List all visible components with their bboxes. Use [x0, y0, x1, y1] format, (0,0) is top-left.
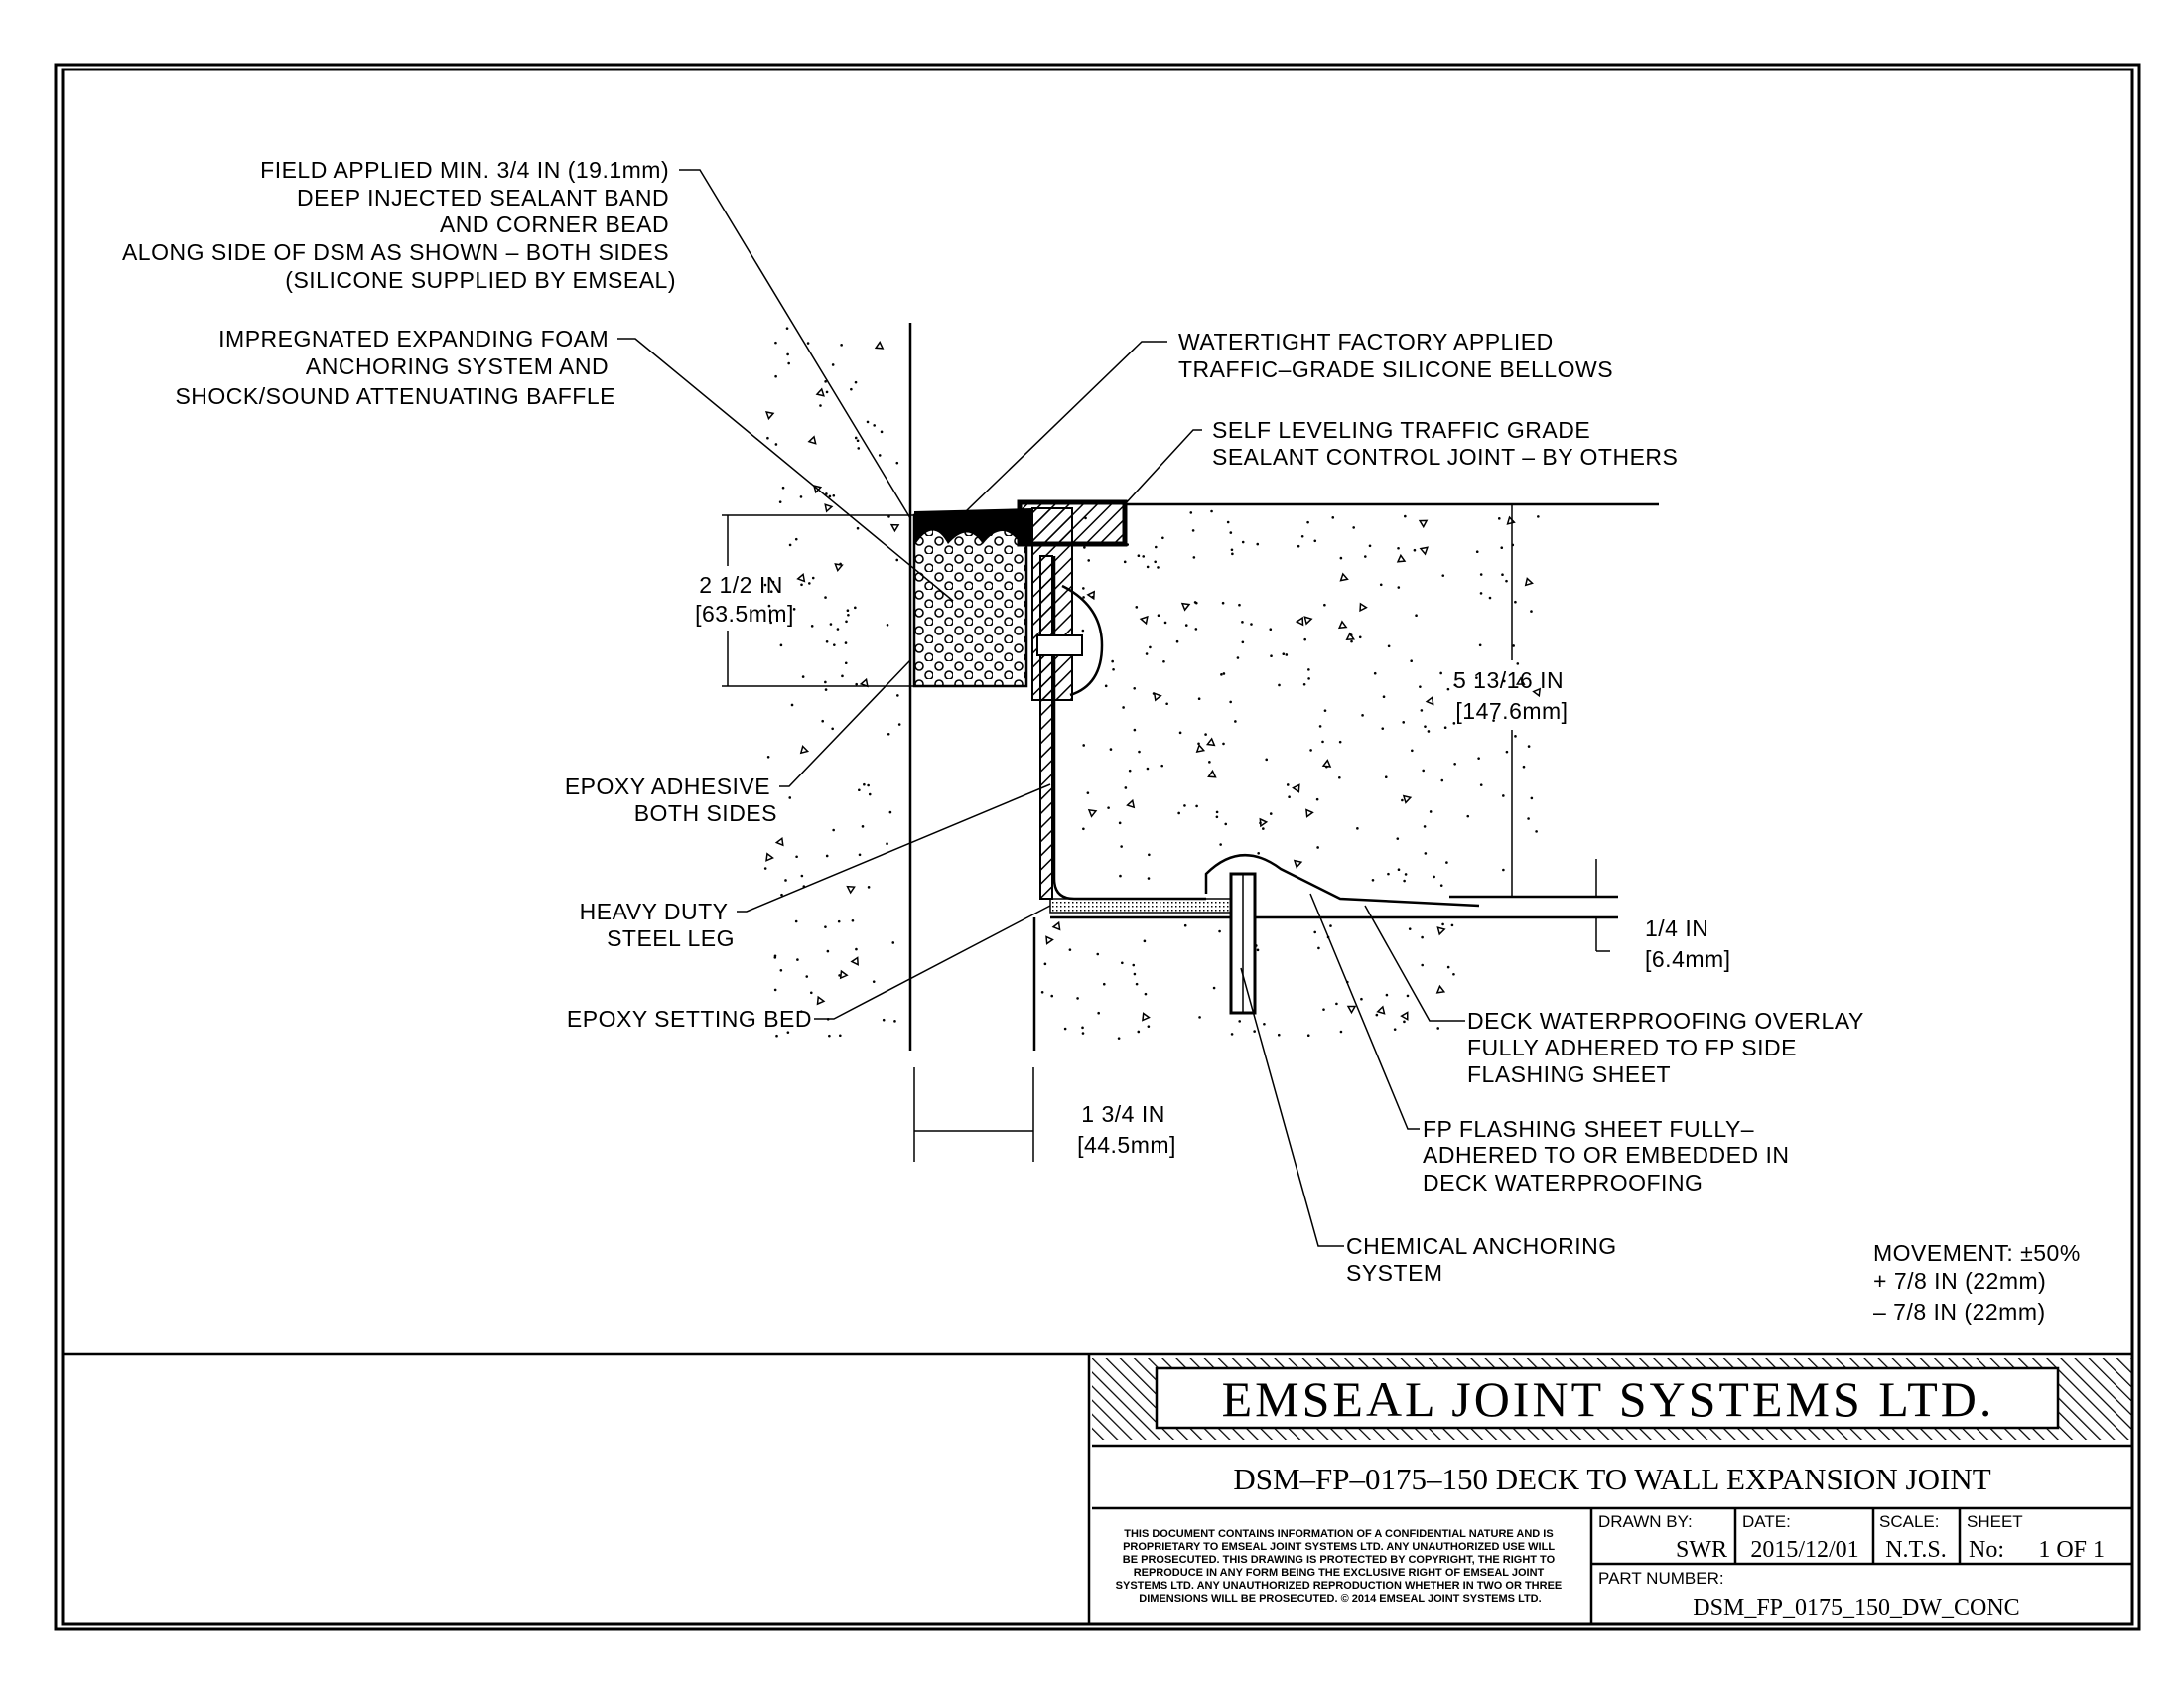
part-number-label: PART NUMBER: — [1598, 1569, 1724, 1588]
dim-joint-width: 1 3/4 IN [44.5mm] — [1077, 1101, 1176, 1158]
concrete-stipple — [763, 327, 1542, 1040]
scale-value: N.T.S. — [1885, 1537, 1947, 1563]
bolt — [1036, 634, 1083, 656]
date-label: DATE: — [1742, 1512, 1791, 1531]
epoxy-setting-bed — [1049, 898, 1250, 914]
label-anchoring: CHEMICAL ANCHORING SYSTEM — [1346, 1233, 1624, 1286]
drawing-title: DSM–FP–0175–150 DECK TO WALL EXPANSION J… — [1233, 1462, 1990, 1496]
foam-block — [912, 513, 1028, 688]
company-name: EMSEAL JOINT SYSTEMS LTD. — [1222, 1371, 1995, 1427]
scale-label: SCALE: — [1879, 1512, 1939, 1531]
label-setting-bed: EPOXY SETTING BED — [567, 1006, 812, 1032]
sheet-label: SHEET — [1967, 1512, 2023, 1531]
label-control-joint: SELF LEVELING TRAFFIC GRADE SEALANT CONT… — [1212, 417, 1678, 470]
inner-border — [61, 68, 2134, 1626]
steel-leg — [1039, 555, 1053, 900]
label-epoxy-adhesive: EPOXY ADHESIVE BOTH SIDES — [565, 774, 777, 826]
flashing-hump — [1204, 854, 1480, 908]
silicone-bellows — [914, 508, 1032, 546]
label-steel-leg: HEAVY DUTY STEEL LEG — [580, 899, 735, 951]
leader-lines — [617, 169, 1465, 1247]
part-number-value: DSM_FP_0175_150_DW_CONC — [1693, 1595, 2019, 1620]
dim-total-depth: 5 13/16 IN [147.6mm] — [1453, 667, 1570, 724]
flashing-bulge — [1061, 584, 1104, 697]
sealant-cap — [1017, 499, 1128, 547]
dim-foam-depth: 2 1/2 IN [63.5mm] — [695, 572, 794, 627]
sheet-no-label: No: — [1969, 1537, 2004, 1563]
label-deck-overlay: DECK WATERPROOFING OVERLAY FULLY ADHERED… — [1467, 1008, 1870, 1087]
label-fp-flashing: FP FLASHING SHEET FULLY– ADHERED TO OR E… — [1423, 1116, 1796, 1196]
label-sealant-band: FIELD APPLIED MIN. 3/4 IN (19.1mm) DEEP … — [122, 157, 676, 293]
date-value: 2015/12/01 — [1750, 1537, 1858, 1563]
label-foam: IMPREGNATED EXPANDING FOAM ANCHORING SYS… — [175, 326, 615, 409]
title-block: EMSEAL JOINT SYSTEMS LTD. DSM–FP–0175–15… — [63, 1352, 2132, 1624]
dim-flashing: 1/4 IN [6.4mm] — [1645, 915, 1731, 972]
label-bellows: WATERTIGHT FACTORY APPLIED TRAFFIC–GRADE… — [1178, 329, 1613, 382]
sheet-value: 1 OF 1 — [2038, 1537, 2105, 1563]
movement-spec: MOVEMENT: ±50% + 7/8 IN (22mm) – 7/8 IN … — [1873, 1240, 2088, 1325]
dimension-lines — [722, 504, 1610, 1162]
legal-notice: THIS DOCUMENT CONTAINS INFORMATION OF A … — [1116, 1528, 1566, 1605]
outer-border — [54, 63, 2141, 1631]
drawn-by-label: DRAWN BY: — [1598, 1512, 1693, 1531]
drawn-by-value: SWR — [1676, 1537, 1727, 1563]
